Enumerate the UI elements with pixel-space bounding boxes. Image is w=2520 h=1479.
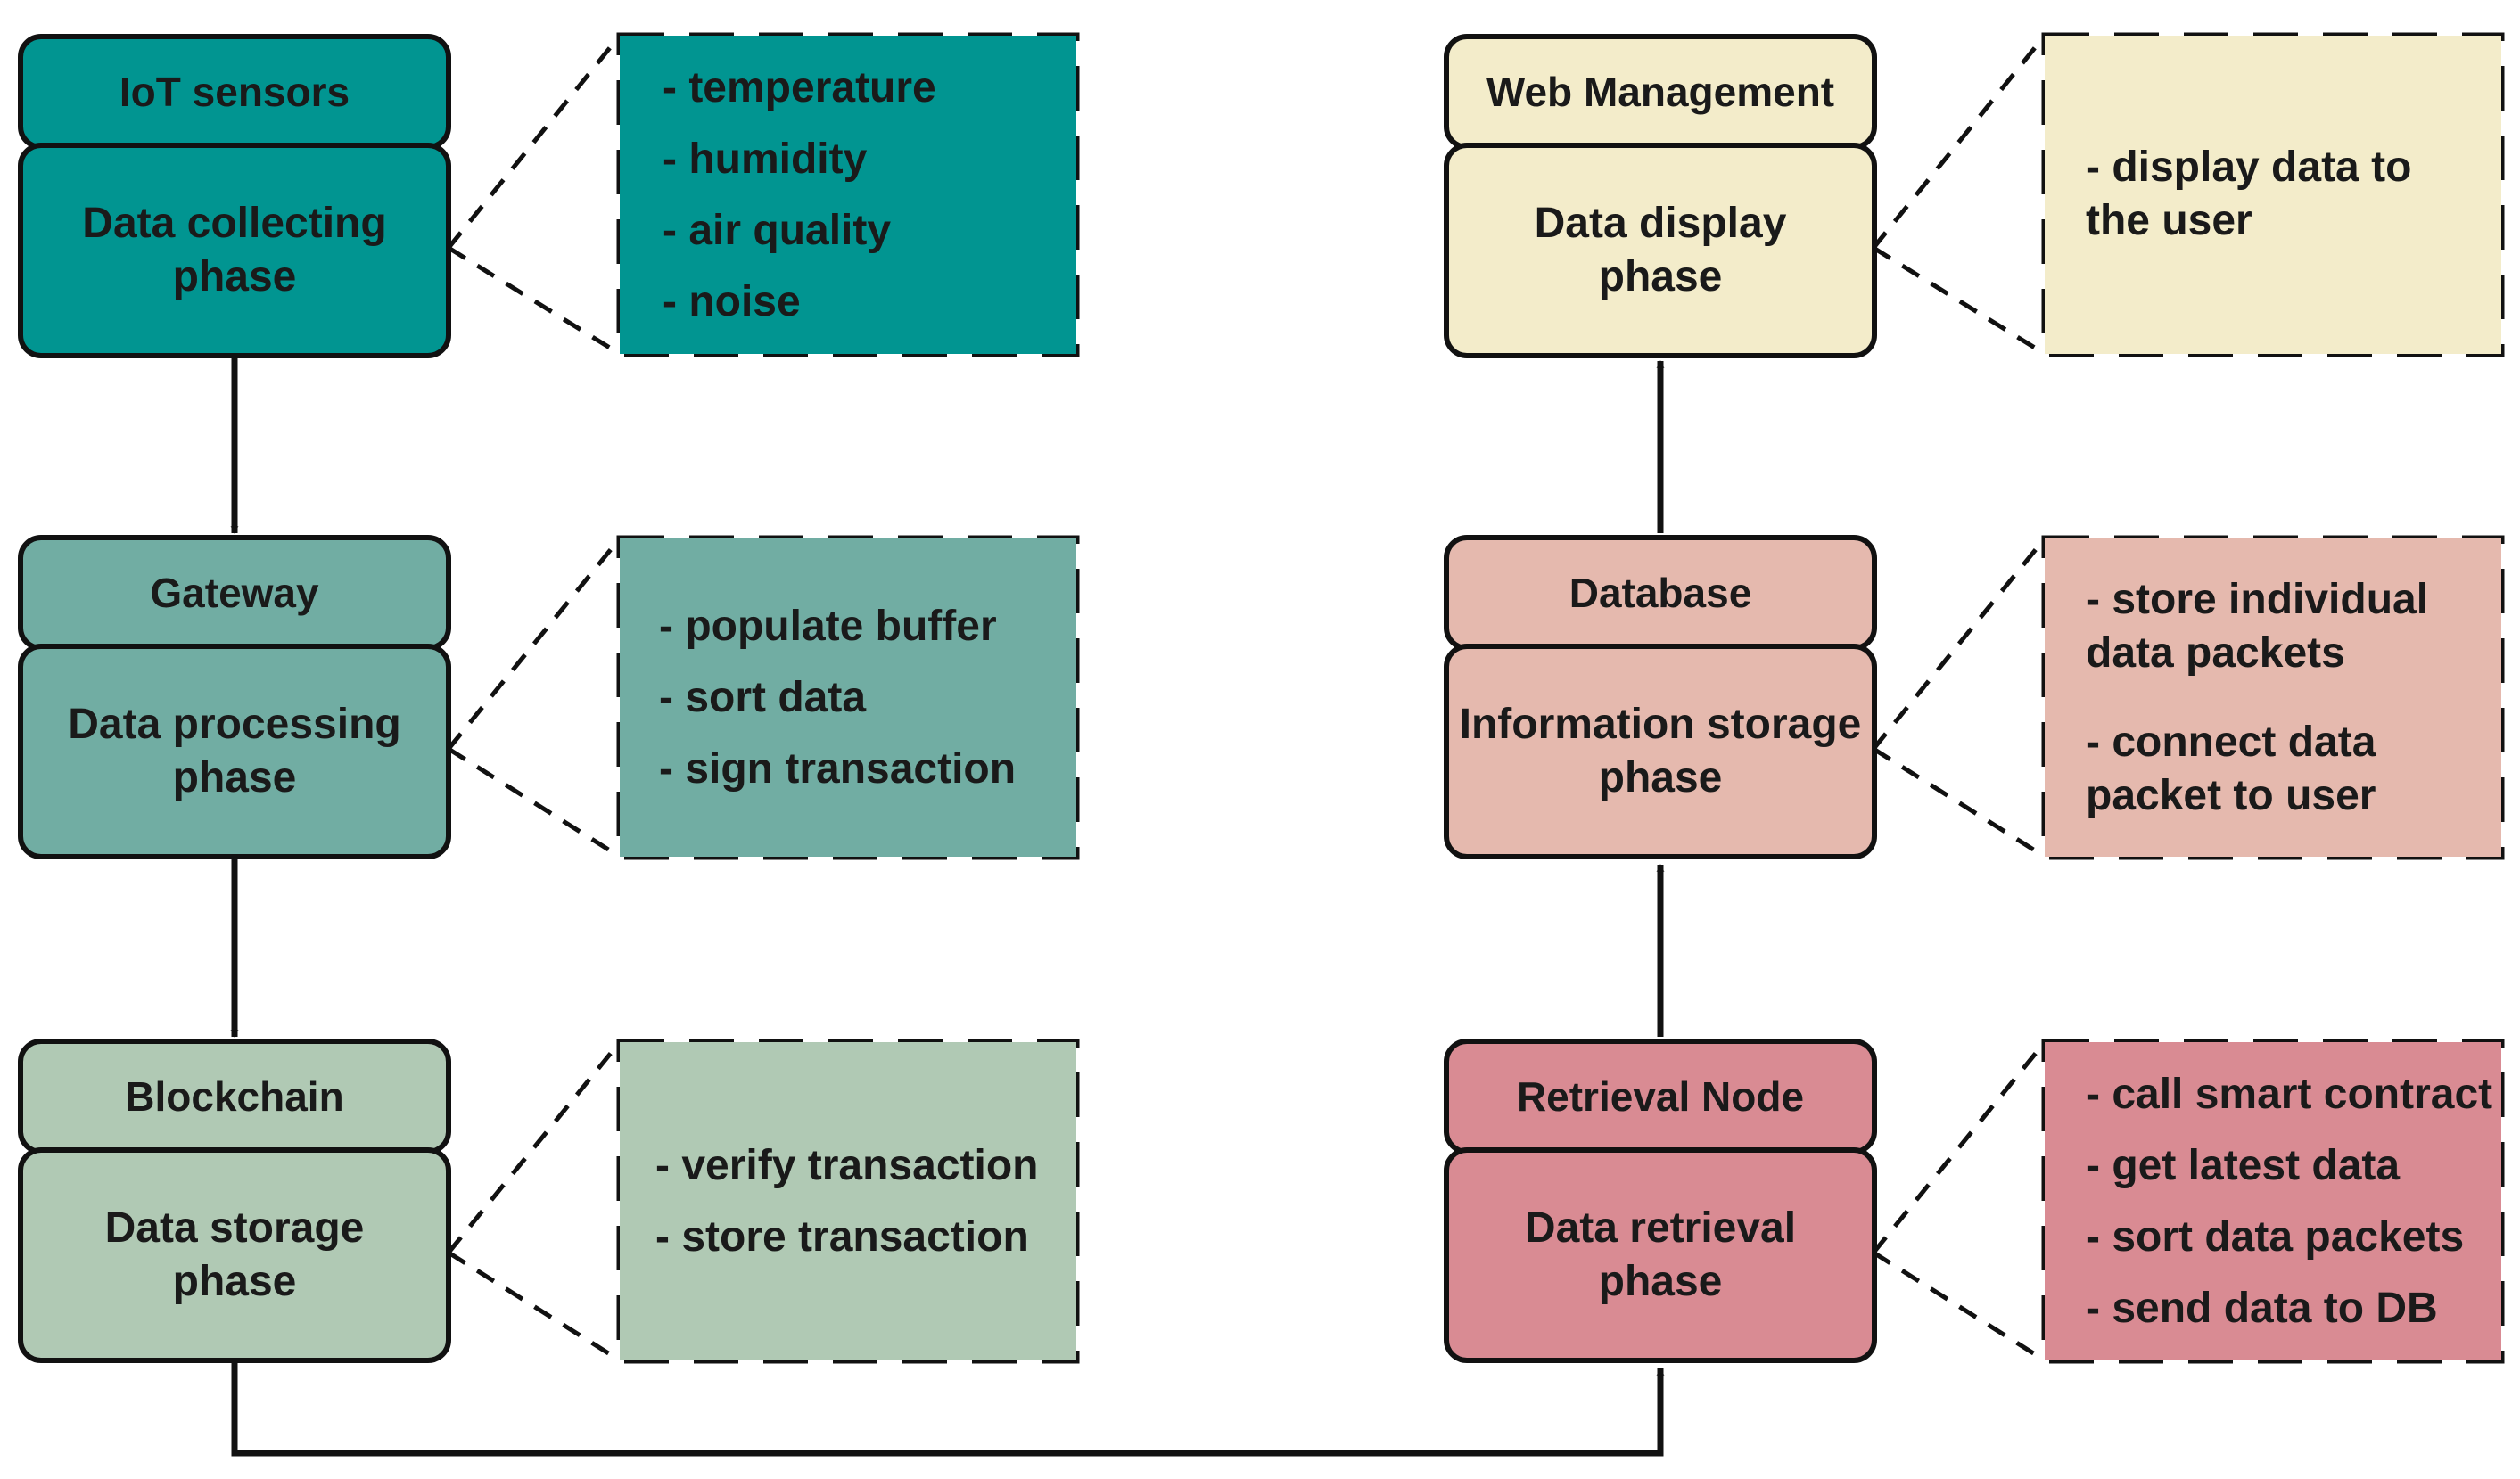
header-label: Retrieval Node (1516, 1073, 1805, 1120)
phase-label-line1: Data storage (104, 1204, 365, 1252)
note-blockchain: - verify transaction - store transaction (620, 1042, 1076, 1360)
note-item: - verify transaction (655, 1141, 1039, 1189)
phase-label-line2: phase (172, 754, 297, 801)
header-label: Gateway (150, 570, 319, 616)
header-label: IoT sensors (119, 69, 350, 115)
note-item: - connect data (2086, 718, 2376, 766)
callout-blockchain (447, 1040, 622, 1363)
gateway-header: Gateway (18, 535, 451, 651)
note-item: - humidity (663, 135, 868, 183)
phase-label-line1: Information storage (1459, 701, 1862, 748)
phase-label-line2: phase (1598, 754, 1723, 801)
callout-web (1872, 34, 2046, 357)
data-retrieval-phase: Data retrieval phase (1444, 1147, 1877, 1363)
callout-iot (447, 34, 622, 357)
phase-label-line1: Data processing (68, 701, 401, 748)
note-item: - store transaction (655, 1212, 1029, 1261)
note-iot: - temperature - humidity - air quality -… (620, 36, 1076, 354)
data-display-phase: Data display phase (1444, 143, 1877, 358)
note-item: - air quality (663, 206, 892, 254)
callout-gateway (447, 537, 622, 859)
note-item: - call smart contract (2086, 1070, 2493, 1118)
retrieval-node-header: Retrieval Node (1444, 1039, 1877, 1154)
phase-label-line2: phase (1598, 253, 1723, 300)
data-collecting-phase: Data collecting phase (18, 143, 451, 358)
note-item: - store individual (2086, 575, 2429, 623)
data-processing-phase: Data processing phase (18, 644, 451, 859)
note-gateway: - populate buffer - sort data - sign tra… (620, 538, 1076, 857)
note-item: - sort data (659, 673, 867, 721)
phase-label-line2: phase (172, 1258, 297, 1305)
iot-sensors-header: IoT sensors (18, 34, 451, 150)
callout-database (1872, 537, 2046, 859)
note-item: - temperature (663, 63, 936, 111)
phase-label-line2: phase (172, 253, 297, 300)
note-item: - get latest data (2086, 1141, 2401, 1189)
note-item: data packets (2086, 629, 2345, 677)
database-header: Database (1444, 535, 1877, 651)
header-label: Blockchain (125, 1073, 344, 1120)
arrow-blockchain-to-retrieval (231, 1361, 1665, 1457)
header-label: Database (1569, 570, 1752, 616)
phase-label-line1: Data collecting (82, 200, 387, 247)
note-database: - store individual data packets - connec… (2045, 538, 2501, 857)
header-label: Web Management (1486, 69, 1835, 115)
data-storage-phase: Data storage phase (18, 1147, 451, 1363)
note-item: - send data to DB (2086, 1284, 2438, 1332)
web-management-header: Web Management (1444, 34, 1877, 150)
note-item: - sort data packets (2086, 1212, 2465, 1261)
blockchain-header: Blockchain (18, 1039, 451, 1154)
note-retrieval-node: - call smart contract - get latest data … (2045, 1042, 2501, 1360)
callout-retrieval (1872, 1040, 2046, 1363)
phase-label-line1: Data retrieval (1524, 1204, 1797, 1252)
note-web-management: - display data to the user (2045, 36, 2501, 354)
phase-label-line2: phase (1598, 1258, 1723, 1305)
information-storage-phase: Information storage phase (1444, 644, 1877, 859)
note-item: packet to user (2086, 771, 2376, 819)
note-item: - display data to (2086, 144, 2412, 191)
note-item: the user (2086, 197, 2252, 244)
phase-label-line1: Data display (1534, 200, 1787, 247)
note-item: - populate buffer (659, 602, 997, 650)
note-item: - sign transaction (659, 744, 1017, 793)
note-item: - noise (663, 277, 801, 325)
